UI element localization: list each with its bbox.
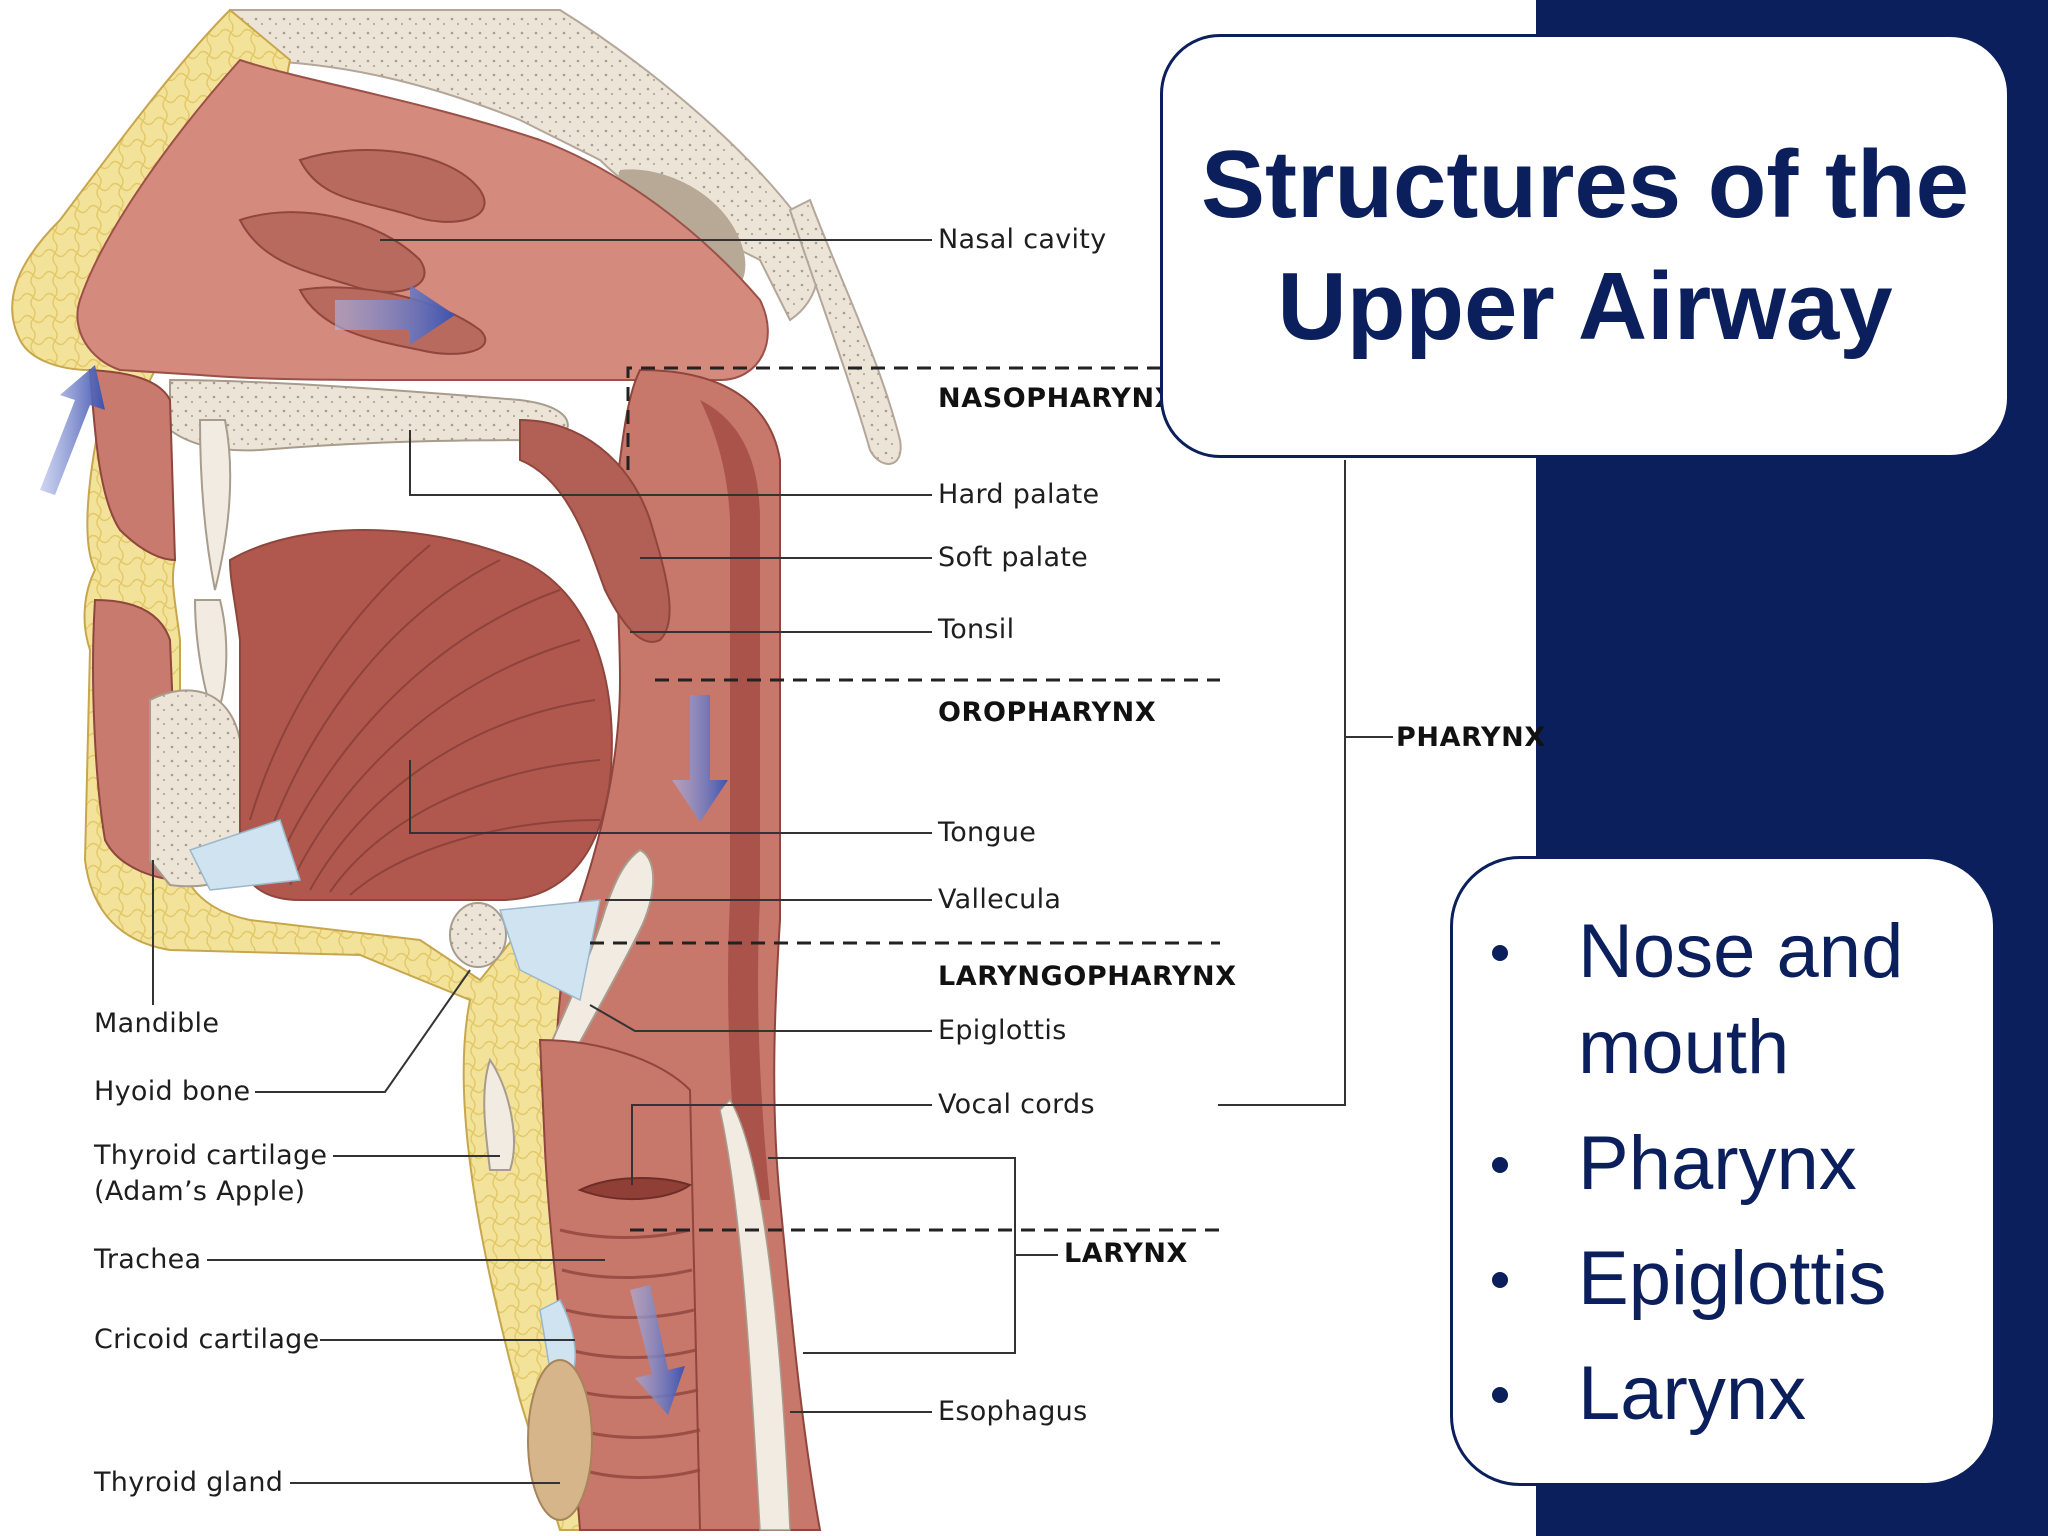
thyroid-cartilage-shape — [483, 1057, 515, 1171]
label-vocal-cords: Vocal cords — [938, 1089, 1095, 1120]
leader-lines — [152, 239, 1393, 1484]
arrow-icon — [335, 285, 455, 345]
bullet-dot-icon — [1492, 1272, 1508, 1288]
nasal-turbinate-middle — [238, 211, 426, 293]
label-soft-palate: Soft palate — [938, 542, 1089, 573]
label-tongue: Tongue — [938, 817, 1037, 848]
arrow-icon — [672, 695, 728, 822]
label-hard-palate: Hard palate — [938, 479, 1100, 510]
bullet-dot-icon — [1492, 945, 1508, 961]
bullet-item: Pharynx — [1492, 1116, 1857, 1212]
label-oropharynx: OROPHARYNX — [938, 697, 1157, 728]
slide-title: Structures of the Upper Airway — [1200, 131, 1970, 360]
label-epiglottis: Epiglottis — [938, 1015, 1067, 1046]
tongue-fibers — [249, 544, 601, 896]
arrow-icon — [630, 1285, 685, 1415]
upper-tooth — [198, 419, 232, 591]
label-thyroid-gland: Thyroid gland — [94, 1467, 284, 1498]
nasal-turbinate-upper — [298, 149, 486, 223]
pharynx-wall-dark — [700, 400, 770, 1200]
title-card: Structures of the Upper Airway — [1160, 34, 2010, 458]
bullet-dot-icon — [1492, 1157, 1508, 1173]
label-mandible: Mandible — [94, 1008, 220, 1039]
label-laryngopharynx: LARYNGOPHARYNX — [938, 961, 1237, 992]
label-pharynx: PHARYNX — [1396, 722, 1546, 753]
label-nasal-cavity: Nasal cavity — [938, 224, 1107, 255]
region-dividers — [590, 366, 1220, 1232]
bullet-dot-icon — [1492, 1387, 1508, 1403]
hard-palate-bone — [169, 378, 569, 452]
label-cricoid-cartilage: Cricoid cartilage — [94, 1324, 320, 1355]
bullet-item: Larynx — [1492, 1346, 1806, 1442]
label-thyroid-cartilage: Thyroid cartilage — [94, 1140, 328, 1171]
label-hyoid-bone: Hyoid bone — [94, 1076, 251, 1107]
soft-palate-tissue — [519, 418, 671, 643]
label-trachea: Trachea — [94, 1244, 202, 1275]
label-tonsil: Tonsil — [938, 614, 1015, 645]
label-adams-apple: (Adam’s Apple) — [94, 1176, 306, 1207]
nasal-cavity-tissue — [76, 58, 769, 382]
mouth-floor-ligament — [188, 819, 302, 891]
arrow-icon — [40, 365, 105, 495]
label-vallecula: Vallecula — [938, 884, 1062, 915]
upper-lip — [88, 368, 177, 562]
sphenoid-process — [788, 198, 902, 465]
bullet-item: Epiglottis — [1492, 1231, 1886, 1327]
vocal-cords-shape — [577, 1177, 693, 1200]
vallecula-ligament — [498, 899, 601, 1002]
skull-bone — [229, 9, 820, 322]
bullet-card: Nose and mouth Pharynx Epiglottis Larynx — [1450, 856, 1996, 1486]
hyoid-bone-shape — [449, 902, 507, 968]
label-esophagus: Esophagus — [938, 1396, 1088, 1427]
esophagus-tissue — [719, 1098, 791, 1531]
bullet-item: Nose and mouth — [1492, 904, 1958, 1096]
thyroid-gland-shape — [527, 1359, 593, 1521]
label-larynx: LARYNX — [1064, 1238, 1188, 1269]
label-nasopharynx: NASOPHARYNX — [938, 383, 1177, 414]
airflow-arrows — [40, 285, 728, 1415]
